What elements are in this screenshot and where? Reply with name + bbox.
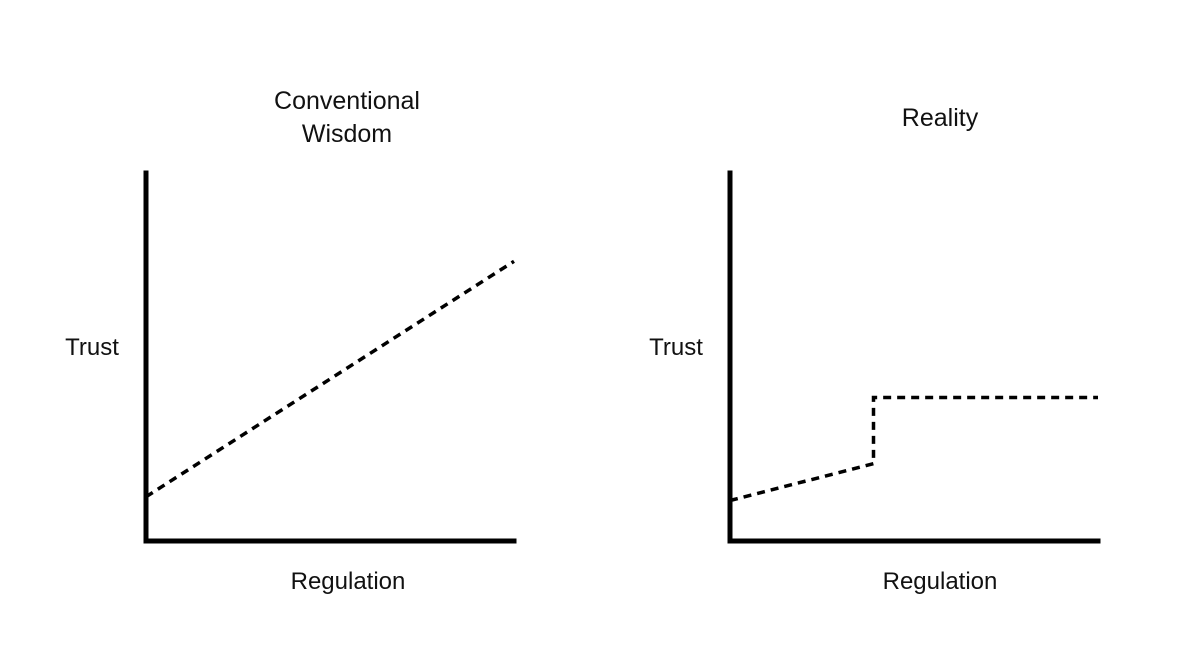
y-axis-label: Trust <box>65 334 119 361</box>
trust-line <box>729 395 1098 503</box>
y-axis-label: Trust <box>649 334 703 361</box>
x-axis-label: Regulation <box>883 568 998 595</box>
chart-title-line-1: Conventional <box>274 87 420 115</box>
chart-title-line-2: Wisdom <box>302 120 392 148</box>
chart-reality: Reality Trust Regulation <box>649 104 1101 595</box>
trust-line <box>145 259 515 499</box>
x-axis-label: Regulation <box>291 568 406 595</box>
chart-conventional-wisdom: Conventional Wisdom Trust Regulation <box>65 87 517 595</box>
chart-title: Reality <box>902 104 979 132</box>
